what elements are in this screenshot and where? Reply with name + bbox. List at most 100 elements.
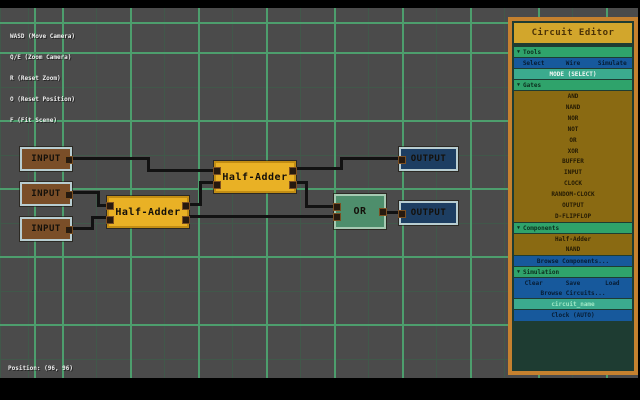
section-header-components[interactable]: ▼ Components	[514, 223, 632, 233]
gate-item-nand[interactable]: NAND	[565, 103, 581, 111]
help-line: F (Fit Scene)	[10, 117, 57, 124]
node-label: INPUT	[31, 224, 61, 234]
output-pin[interactable]	[65, 226, 73, 234]
input-pin[interactable]	[106, 216, 114, 224]
wire-segment[interactable]	[305, 205, 337, 208]
node-label: OR	[353, 206, 367, 217]
section-header-gates[interactable]: ▼ Gates	[514, 80, 632, 90]
input-pin[interactable]	[398, 156, 406, 164]
wire-segment[interactable]	[199, 181, 217, 184]
position-readout: Position: (96, 96)	[8, 365, 74, 372]
browse-circuits-button[interactable]: Browse Circuits...	[540, 289, 606, 297]
gate-item-random-clock[interactable]: RANDOM-CLOCK	[551, 191, 595, 199]
gate-item-and[interactable]: AND	[567, 92, 579, 100]
wire-segment[interactable]	[70, 227, 94, 230]
wire-segment[interactable]	[147, 169, 217, 172]
section-header-tools[interactable]: ▼ Tools	[514, 47, 632, 57]
wire-segment[interactable]	[97, 191, 100, 207]
input-pin[interactable]	[213, 167, 221, 175]
gate-item-not[interactable]: NOT	[567, 125, 579, 133]
node-label: OUTPUT	[410, 154, 447, 164]
wire-segment[interactable]	[147, 157, 150, 172]
wire-segment[interactable]	[97, 204, 111, 207]
hotkey-help: WASD (Move Camera) Q/E (Zoom Camera) R (…	[10, 19, 75, 138]
gate-item-buffer[interactable]: BUFFER	[562, 158, 584, 166]
node-input-3[interactable]: INPUT	[20, 217, 73, 241]
wire-segment[interactable]	[70, 191, 100, 194]
clear-button[interactable]: Clear	[524, 279, 543, 287]
wire-segment[interactable]	[70, 157, 150, 160]
node-half-adder-2[interactable]: Half-Adder	[213, 161, 297, 193]
browse-components-button[interactable]: Browse Components...	[514, 256, 632, 266]
gate-item-clock[interactable]: CLOCK	[563, 180, 583, 188]
gate-item-input[interactable]: INPUT	[563, 169, 583, 177]
input-pin[interactable]	[333, 203, 341, 211]
component-item-half-adder[interactable]: Half-Adder	[554, 235, 592, 243]
node-input-2[interactable]: INPUT	[20, 182, 73, 206]
output-pin[interactable]	[379, 208, 387, 216]
gate-item-nor[interactable]: NOR	[567, 114, 579, 122]
node-label: Half-Adder	[222, 171, 288, 183]
wire-segment[interactable]	[294, 181, 308, 184]
help-line: R (Reset Zoom)	[10, 75, 61, 82]
wire-segment[interactable]	[305, 181, 308, 208]
node-output-1[interactable]: OUTPUT	[398, 147, 458, 171]
input-pin[interactable]	[398, 210, 406, 218]
wire-segment[interactable]	[340, 157, 343, 170]
gate-item-or[interactable]: OR	[569, 136, 577, 144]
clock-mode-button[interactable]: Clock (AUTO)	[514, 310, 632, 321]
simulate-tool-button[interactable]: Simulate	[597, 59, 627, 67]
select-tool-button[interactable]: Select	[522, 59, 545, 67]
output-pin[interactable]	[65, 156, 73, 164]
output-pin[interactable]	[182, 202, 190, 210]
help-line: O (Reset Position)	[10, 96, 76, 103]
section-label: Tools	[523, 48, 542, 56]
section-label: Simulation	[523, 268, 560, 276]
output-pin[interactable]	[289, 167, 297, 175]
tool-buttons: Select Wire Simulate	[514, 58, 632, 68]
output-pin[interactable]	[182, 216, 190, 224]
gate-item-d-flipflop[interactable]: D-FLIPFLOP	[554, 213, 592, 221]
output-pin[interactable]	[65, 191, 73, 199]
gates-list: AND NAND NOR NOT OR XOR BUFFER INPUT CLO…	[514, 91, 632, 222]
gate-item-xor[interactable]: XOR	[567, 147, 579, 155]
wire-segment[interactable]	[294, 167, 343, 170]
node-label: INPUT	[31, 189, 61, 199]
wire-segment[interactable]	[187, 203, 202, 206]
simulation-controls: Clear Save Load Browse Circuits...	[514, 278, 632, 298]
node-label: OUTPUT	[410, 208, 447, 218]
wire-segment[interactable]	[91, 216, 113, 219]
wire-segment[interactable]	[340, 157, 402, 160]
output-pin[interactable]	[289, 181, 297, 189]
wire-segment[interactable]	[384, 211, 402, 214]
input-pin[interactable]	[106, 202, 114, 210]
wire-tool-button[interactable]: Wire	[565, 59, 581, 67]
section-header-simulation[interactable]: ▼ Simulation	[514, 267, 632, 277]
input-pin[interactable]	[333, 213, 341, 221]
help-line: WASD (Move Camera)	[10, 33, 76, 40]
wire-segment[interactable]	[187, 215, 337, 218]
gate-item-output[interactable]: OUTPUT	[562, 202, 584, 210]
save-button[interactable]: Save	[565, 279, 581, 287]
screen-edge	[638, 0, 640, 400]
node-output-2[interactable]: OUTPUT	[398, 201, 458, 225]
component-item-nand[interactable]: NAND	[565, 246, 581, 254]
panel-title: Circuit Editor	[514, 23, 632, 43]
components-list: Half-Adder NAND	[514, 234, 632, 255]
circuit-name-field[interactable]: circuit_name	[514, 299, 632, 309]
input-pin[interactable]	[213, 181, 221, 189]
help-line: Q/E (Zoom Camera)	[10, 54, 72, 61]
node-label: Half-Adder	[115, 206, 181, 218]
section-label: Gates	[523, 81, 542, 89]
collapse-icon: ▼	[517, 269, 521, 275]
section-label: Components	[523, 224, 560, 232]
load-button[interactable]: Load	[605, 279, 620, 287]
node-label: INPUT	[31, 154, 61, 164]
node-input-1[interactable]: INPUT	[20, 147, 73, 171]
wire-segment[interactable]	[91, 216, 94, 230]
collapse-icon: ▼	[517, 49, 521, 55]
node-half-adder-1[interactable]: Half-Adder	[106, 196, 190, 228]
wire-segment[interactable]	[199, 181, 202, 206]
node-or-1[interactable]: OR	[333, 194, 387, 229]
